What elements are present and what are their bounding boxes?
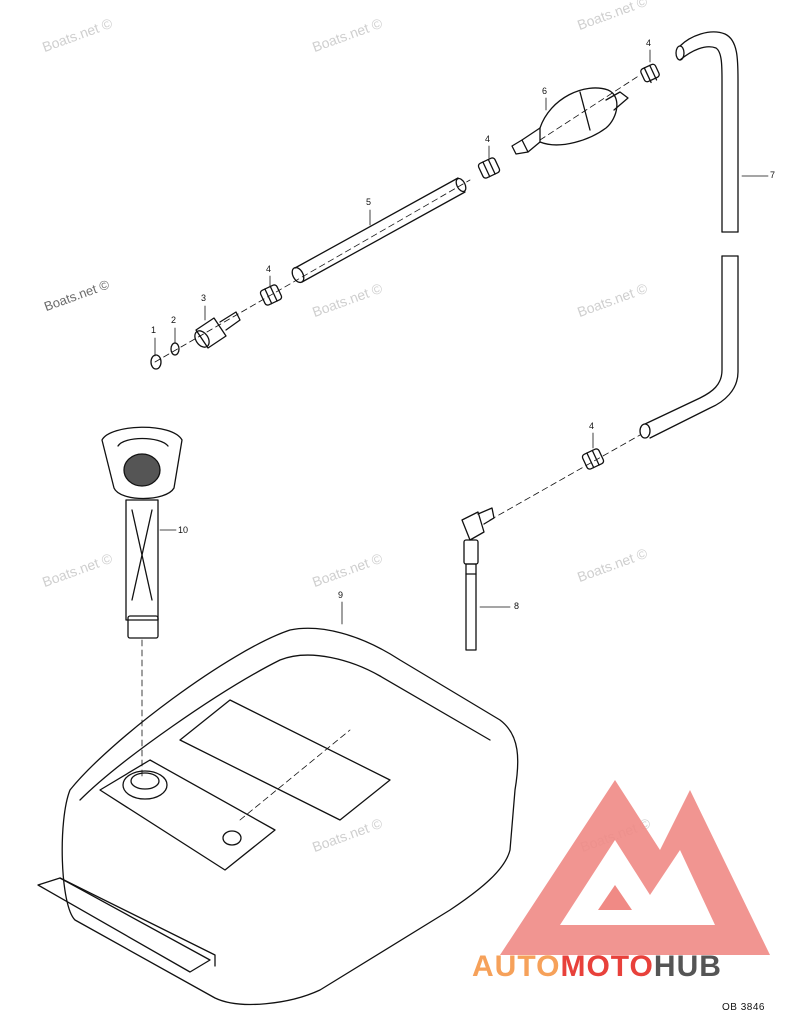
leader-line — [154, 49, 769, 625]
brand-wordmark: AUTOMOTOHUB — [472, 950, 722, 984]
part-number-4: 4 — [589, 421, 595, 431]
part-number-8: 8 — [514, 601, 520, 611]
part-number-4: 4 — [646, 38, 652, 48]
brand-moto: MOTO — [560, 950, 654, 983]
brand-auto: AUTO — [472, 950, 561, 983]
assembly-line — [141, 74, 641, 821]
hose-clamp — [477, 157, 501, 179]
pickup-tube-8 — [461, 507, 495, 651]
connector-3 — [194, 311, 241, 349]
part-number-5: 5 — [366, 197, 372, 207]
hose-clamp — [259, 284, 283, 306]
part-number-1: 1 — [151, 325, 157, 335]
primer-bulb-6 — [511, 87, 629, 155]
fuel-gauge-10 — [101, 426, 183, 639]
part-number-4: 4 — [266, 264, 272, 274]
fuel-tank-9 — [37, 627, 519, 1006]
hose-clamp — [640, 63, 660, 84]
brand-hub: HUB — [653, 950, 722, 983]
part-number-9: 9 — [338, 590, 344, 600]
hose-clamp — [581, 448, 605, 470]
fuel-hose-5 — [291, 177, 467, 284]
part-number-7: 7 — [770, 170, 776, 180]
o-ring-1 — [150, 354, 162, 370]
part-number-3: 3 — [201, 293, 207, 303]
part-number-2: 2 — [171, 315, 177, 325]
diagram-code: OB 3846 — [722, 1002, 765, 1013]
autohub-logo-mark — [500, 780, 770, 955]
fuel-hose-7 — [639, 31, 739, 439]
part-number-6: 6 — [542, 86, 548, 96]
part-number-4: 4 — [485, 134, 491, 144]
part-number-10: 10 — [178, 525, 189, 535]
